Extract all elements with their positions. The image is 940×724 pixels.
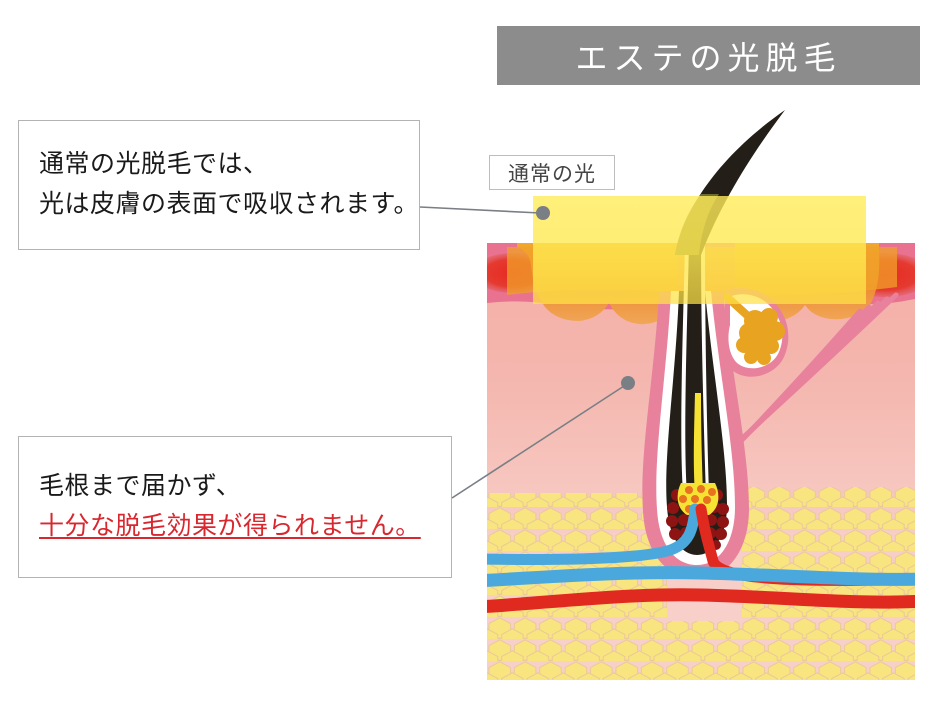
vein-main [487, 566, 915, 587]
callout-line: 光は皮膚の表面で吸収されます。 [39, 191, 420, 218]
light-beam-band [533, 196, 866, 304]
page-title: エステの光脱毛 [575, 39, 842, 76]
callout-box-insufficient-effect: 毛根まで届かず、 十分な脱毛効果が得られません。 [18, 436, 452, 578]
callout-line-emphasis: 十分な脱毛効果が得られません。 [39, 513, 421, 540]
artery-main [487, 588, 915, 613]
hair-medulla [693, 393, 703, 493]
light-label-text: 通常の光 [508, 161, 596, 186]
fat-cell-group-lower [487, 621, 915, 680]
callout-box-surface-absorption: 通常の光脱毛では、 光は皮膚の表面で吸収されます。 [18, 120, 420, 250]
callout-line: 毛根まで届かず、 [39, 472, 242, 500]
title-banner: エステの光脱毛 [497, 26, 920, 85]
light-label-box: 通常の光 [489, 155, 615, 190]
sebaceous-gland [723, 293, 785, 365]
skin-cross-section-diagram [487, 243, 915, 680]
vein-branch [487, 503, 701, 565]
callout-line: 通常の光脱毛では、 [39, 150, 269, 178]
